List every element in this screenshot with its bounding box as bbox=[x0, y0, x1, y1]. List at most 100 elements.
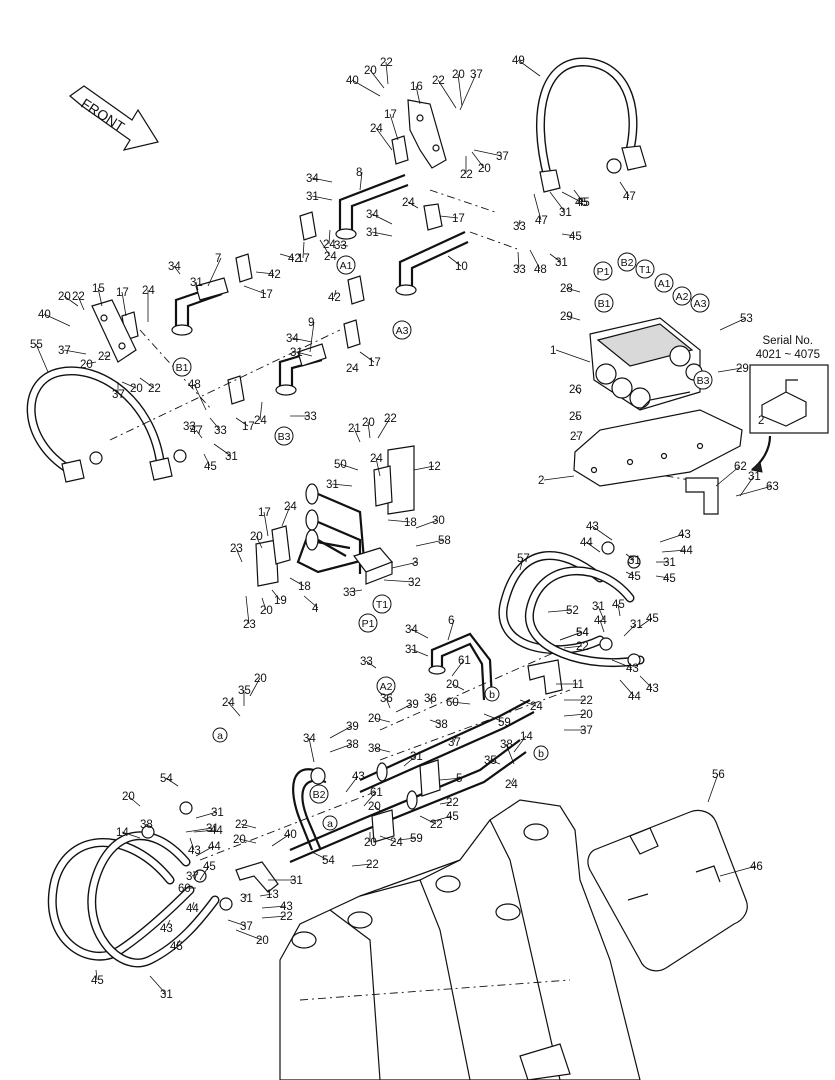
part-callout-31: 31 bbox=[160, 989, 173, 1001]
part-callout-22: 22 bbox=[72, 291, 85, 303]
part-callout-34: 34 bbox=[303, 733, 316, 745]
control-valve-1 bbox=[589, 317, 703, 411]
pipe-5 bbox=[292, 767, 327, 851]
part-callout-45: 45 bbox=[569, 231, 582, 243]
callout-leader bbox=[121, 291, 127, 317]
callout-leader bbox=[281, 505, 291, 527]
part-callout-35: 35 bbox=[238, 685, 251, 697]
hose-55 bbox=[26, 366, 187, 483]
svg-text:a: a bbox=[217, 730, 223, 742]
callout-leader bbox=[617, 603, 621, 617]
callout-leader bbox=[127, 795, 141, 807]
callout-leader bbox=[240, 823, 257, 829]
part-callout-2: 2 bbox=[538, 475, 544, 487]
part-callout-31: 31 bbox=[190, 277, 203, 289]
part-callout-24: 24 bbox=[142, 285, 155, 297]
callout-leader bbox=[261, 915, 287, 919]
callout-leader bbox=[717, 367, 743, 373]
callout-leader bbox=[555, 349, 591, 363]
callout-leader bbox=[429, 697, 433, 705]
callout-leader bbox=[447, 255, 462, 267]
part-callout-20: 20 bbox=[256, 935, 269, 947]
part-callout-29: 29 bbox=[736, 363, 749, 375]
callout-leader bbox=[308, 737, 315, 763]
part-callout-38: 38 bbox=[500, 739, 513, 751]
callout-leader bbox=[625, 553, 635, 561]
part-callout-37: 37 bbox=[240, 921, 253, 933]
part-callout-21: 21 bbox=[348, 423, 361, 435]
part-callout-24: 24 bbox=[284, 501, 297, 513]
part-callout-20: 20 bbox=[368, 713, 381, 725]
part-callout-18: 18 bbox=[298, 581, 311, 593]
callout-leader bbox=[195, 811, 218, 819]
port-a3-left: A3 bbox=[392, 320, 412, 340]
part-callout-20: 20 bbox=[233, 834, 246, 846]
callout-leader bbox=[707, 773, 719, 803]
callout-leader bbox=[379, 835, 397, 843]
callout-leader bbox=[363, 791, 377, 807]
svg-text:T1: T1 bbox=[376, 599, 388, 611]
part-callout-45: 45 bbox=[663, 573, 676, 585]
part-callout-54: 54 bbox=[576, 627, 589, 639]
part-callout-12: 12 bbox=[428, 461, 441, 473]
callout-leader bbox=[413, 465, 435, 471]
callout-leader bbox=[529, 249, 541, 270]
part-callout-36: 36 bbox=[424, 693, 437, 705]
part-callout-31: 31 bbox=[555, 257, 568, 269]
port-p1-mid: P1 bbox=[358, 613, 378, 633]
callout-leader bbox=[439, 801, 453, 805]
callout-leader bbox=[371, 213, 393, 225]
part-callout-31: 31 bbox=[240, 893, 253, 905]
svg-text:A1: A1 bbox=[658, 278, 671, 290]
pipe-10 bbox=[395, 231, 469, 296]
callout-leader bbox=[203, 453, 211, 467]
callout-leader bbox=[369, 69, 385, 89]
part-callout-45: 45 bbox=[203, 861, 216, 873]
part-callout-22: 22 bbox=[380, 57, 393, 69]
svg-text:B1: B1 bbox=[176, 362, 189, 374]
svg-text:A1: A1 bbox=[340, 260, 353, 272]
svg-text:P1: P1 bbox=[362, 618, 375, 630]
callout-leader bbox=[173, 265, 181, 275]
part-callout-48: 48 bbox=[188, 379, 201, 391]
part-callout-29: 29 bbox=[560, 311, 573, 323]
part-callout-31: 31 bbox=[366, 227, 379, 239]
part-callout-20: 20 bbox=[122, 791, 135, 803]
callout-leader bbox=[235, 547, 243, 563]
svg-text:T1: T1 bbox=[639, 264, 651, 276]
part-callout-20: 20 bbox=[250, 531, 263, 543]
serial-label-line2: 4021 ~ 4075 bbox=[756, 349, 820, 361]
part-callout-31: 31 bbox=[592, 601, 605, 613]
part-callout-31: 31 bbox=[663, 557, 676, 569]
callout-leader bbox=[574, 388, 581, 395]
part-callout-54: 54 bbox=[160, 773, 173, 785]
svg-text:B3: B3 bbox=[697, 375, 710, 387]
callout-leader bbox=[447, 619, 455, 641]
part-callout-3: 3 bbox=[412, 557, 418, 569]
callout-leader bbox=[410, 648, 429, 657]
callout-leader bbox=[549, 191, 566, 213]
part-callout-43: 43 bbox=[586, 521, 599, 533]
callout-leader bbox=[543, 475, 575, 481]
part-callout-61: 61 bbox=[458, 655, 471, 667]
part-callout-20: 20 bbox=[58, 291, 71, 303]
callout-leader bbox=[121, 831, 141, 839]
callout-leader bbox=[439, 777, 463, 781]
callout-leader bbox=[483, 713, 505, 723]
part-callout-17: 17 bbox=[116, 287, 129, 299]
port-a-left: a bbox=[212, 727, 228, 743]
callout-leader bbox=[510, 777, 515, 785]
callout-leader bbox=[175, 939, 181, 947]
part-callout-43: 43 bbox=[646, 683, 659, 695]
serial-inset: Serial No. 4021 ~ 4075 2 bbox=[749, 335, 829, 473]
pipe-assembly-4 bbox=[296, 483, 366, 574]
part-callout-33: 33 bbox=[334, 240, 347, 252]
part-callout-22: 22 bbox=[580, 695, 593, 707]
port-t1-top: T1 bbox=[635, 259, 655, 279]
part-callout-26: 26 bbox=[569, 384, 582, 396]
callout-leader bbox=[63, 295, 79, 307]
part-callout-31: 31 bbox=[405, 644, 418, 656]
part-callout-24: 24 bbox=[370, 123, 383, 135]
part-callout-43: 43 bbox=[626, 663, 639, 675]
callout-leader bbox=[97, 287, 103, 307]
